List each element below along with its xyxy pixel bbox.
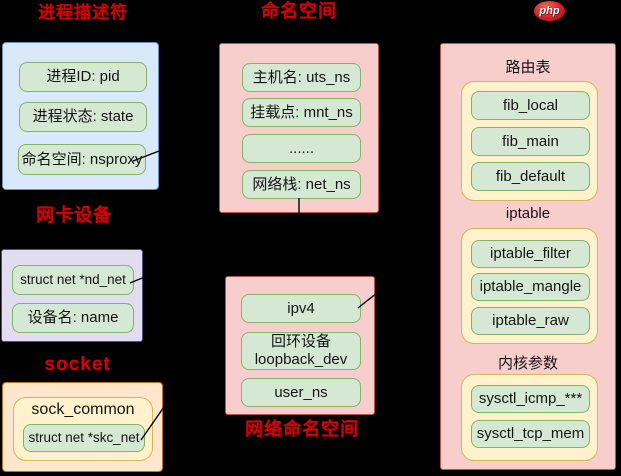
node-state: 进程状态: state (19, 102, 147, 132)
node-iptable-raw: iptable_raw (471, 307, 590, 335)
kernel-params-label: 内核参数 (497, 355, 558, 372)
node-uts-ns: 主机名: uts_ns (242, 63, 361, 92)
namespace-title: 命名空间 (261, 1, 337, 21)
nic-device-box: struct net *nd_net 设备名: name (1, 249, 143, 342)
kernel-params-group: sysctl_icmp_*** sysctl_tcp_mem (461, 374, 598, 461)
net-namespace-title: 网络命名空间 (245, 419, 359, 439)
node-iptable-filter: iptable_filter (471, 240, 590, 268)
node-sysctl-tcp-mem: sysctl_tcp_mem (471, 420, 590, 448)
node-fib-local: fib_local (471, 91, 590, 120)
net-struct-box: 路由表 fib_local fib_main fib_default iptab… (440, 43, 616, 470)
node-sysctl-icmp: sysctl_icmp_*** (471, 385, 590, 413)
node-iptable-mangle: iptable_mangle (471, 273, 590, 301)
socket-box: sock_common struct net *skc_net (2, 382, 163, 472)
sock-common-group: sock_common struct net *skc_net (13, 397, 153, 461)
node-skc-net: struct net *skc_net (23, 424, 145, 452)
iptable-group: iptable_filter iptable_mangle iptable_ra… (461, 228, 598, 344)
node-fib-main: fib_main (471, 127, 590, 156)
routing-table-group: fib_local fib_main fib_default (461, 81, 598, 201)
node-ellipsis: ...... (242, 134, 361, 163)
node-user-ns: user_ns (241, 378, 361, 407)
node-loopback-dev: 回环设备 loopback_dev (241, 332, 361, 370)
iptable-label: iptable (505, 205, 551, 222)
node-net-ns: 网络栈: net_ns (242, 170, 361, 199)
process-descriptor-box: 进程ID: pid 进程状态: state 命名空间: nsproxy (2, 42, 159, 190)
namespace-box: 主机名: uts_ns 挂载点: mnt_ns ...... 网络栈: net_… (219, 43, 379, 213)
socket-title: socket (44, 354, 111, 375)
node-nsproxy: 命名空间: nsproxy (18, 144, 146, 175)
node-fib-default: fib_default (471, 162, 590, 191)
nic-device-title: 网卡设备 (36, 205, 112, 225)
node-dev-name: 设备名: name (12, 303, 134, 333)
php-logo-label: php (539, 5, 560, 17)
node-nd-net: struct net *nd_net (12, 265, 134, 295)
process-descriptor-title: 进程描述符 (38, 3, 128, 22)
sock-common-label: sock_common (31, 401, 135, 418)
node-pid: 进程ID: pid (19, 62, 147, 92)
php-logo: php (534, 1, 565, 21)
net-namespace-box: ipv4 回环设备 loopback_dev user_ns (225, 276, 375, 415)
node-mnt-ns: 挂载点: mnt_ns (242, 98, 361, 127)
node-ipv4: ipv4 (241, 294, 361, 323)
routing-table-label: 路由表 (505, 59, 551, 76)
